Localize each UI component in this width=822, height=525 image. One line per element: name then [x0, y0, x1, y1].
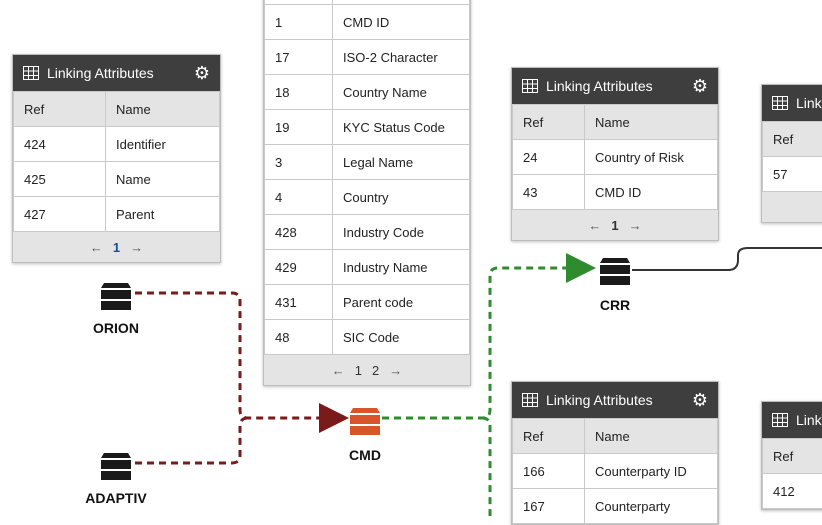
- panel-title: Linking Attributes: [546, 78, 692, 94]
- col-name: Name: [106, 92, 220, 127]
- panel-title: Linking Attributes: [546, 392, 692, 408]
- grid-icon: [23, 66, 39, 80]
- database-label-adaptiv: ADAPTIV: [76, 490, 156, 506]
- database-icon-cmd[interactable]: [350, 405, 380, 437]
- database-label-cmd: CMD: [325, 447, 405, 463]
- panel-header: Linking Attributes ⚙: [512, 68, 718, 104]
- gear-icon[interactable]: ⚙: [692, 391, 708, 409]
- database-icon-adaptiv[interactable]: [101, 450, 131, 482]
- gear-icon[interactable]: ⚙: [194, 64, 210, 82]
- next-page-button[interactable]: →: [130, 240, 143, 255]
- table-row[interactable]: 412: [763, 474, 822, 509]
- pagination: ← 1 →: [13, 232, 220, 262]
- col-ref: Ref: [763, 122, 822, 157]
- grid-icon: [772, 413, 788, 427]
- prev-page-button[interactable]: ←: [90, 240, 103, 255]
- database-icon-orion[interactable]: [101, 280, 131, 312]
- col-name: Name: [585, 105, 718, 140]
- col-ref: Ref: [513, 105, 585, 140]
- col-ref: Ref: [14, 92, 106, 127]
- col-ref: Ref: [513, 419, 585, 454]
- link-crr-right: [632, 248, 822, 270]
- panel-linking-attributes-right-bottom: Link Ref 412: [761, 401, 822, 510]
- pagination: ← 1 2 →: [264, 355, 470, 385]
- page-1-button[interactable]: 1: [113, 240, 120, 255]
- pagination: ← 1 →: [512, 210, 718, 240]
- gear-icon[interactable]: ⚙: [692, 77, 708, 95]
- page-2-button[interactable]: 2: [372, 363, 379, 378]
- grid-icon: [522, 79, 538, 93]
- panel-title: Link: [796, 95, 822, 111]
- panel-title: Link: [796, 412, 822, 428]
- next-page-button[interactable]: →: [629, 218, 642, 233]
- panel-header: Linking Attributes ⚙: [512, 382, 718, 418]
- page-1-button[interactable]: 1: [611, 218, 618, 233]
- panel-header: Linking Attributes ⚙: [13, 55, 220, 91]
- panel-title: Linking Attributes: [47, 65, 194, 81]
- prev-page-button[interactable]: ←: [332, 363, 345, 378]
- grid-icon: [522, 393, 538, 407]
- table-row[interactable]: 57: [763, 157, 822, 192]
- link-cmd-bottom: [482, 418, 490, 516]
- attributes-table: Ref 412: [762, 438, 822, 509]
- page-1-button[interactable]: 1: [355, 363, 362, 378]
- database-label-crr: CRR: [575, 297, 655, 313]
- panel-header: Link: [762, 85, 822, 121]
- database-label-orion: ORION: [76, 320, 156, 336]
- pagination: [762, 192, 822, 222]
- prev-page-button[interactable]: ←: [588, 218, 601, 233]
- panel-header: Link: [762, 402, 822, 438]
- attributes-table: Ref 57: [762, 121, 822, 192]
- col-name: Name: [585, 419, 718, 454]
- next-page-button[interactable]: →: [389, 363, 402, 378]
- link-adaptiv-cmd: [135, 418, 248, 463]
- grid-icon: [772, 96, 788, 110]
- col-ref: Ref: [763, 439, 822, 474]
- panel-linking-attributes-right-top: Link Ref 57: [761, 84, 822, 223]
- database-icon-crr[interactable]: [600, 255, 630, 287]
